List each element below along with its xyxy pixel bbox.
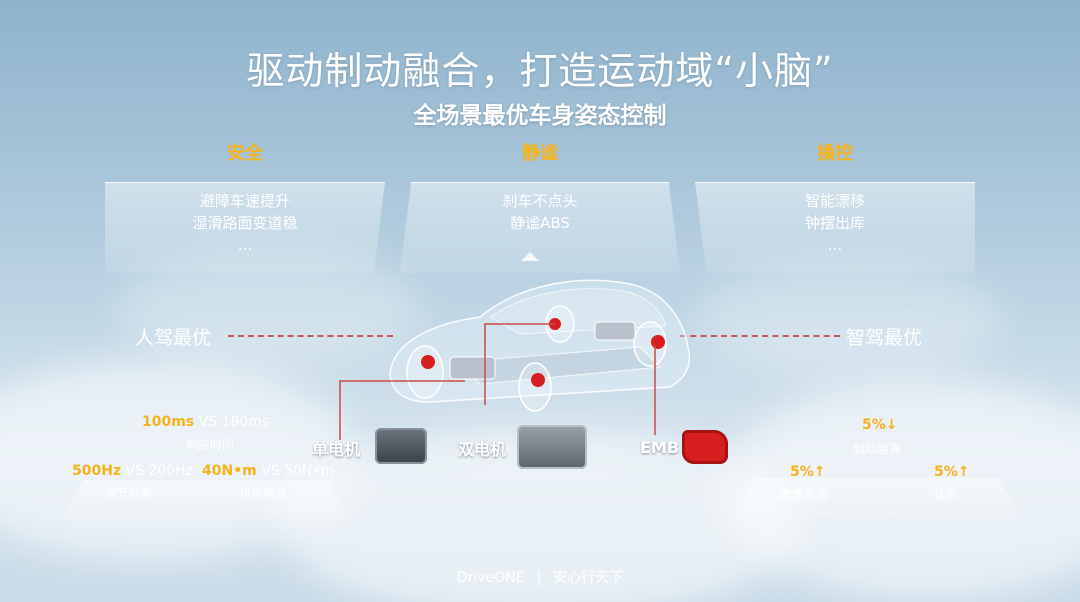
emb-label: EMB <box>640 438 680 457</box>
frequency-metric: 500Hz VS 200Hz <box>72 463 193 479</box>
wheel-front-right <box>518 362 552 412</box>
left-metrics-platform <box>60 480 350 520</box>
single-motor-connector <box>339 380 465 440</box>
handling-item-3: ... <box>827 236 843 254</box>
right-dashed-line <box>680 335 840 337</box>
category-safety: 安全 <box>227 143 263 164</box>
range-metric: 5%↑ <box>934 464 970 480</box>
dual-motor-image <box>517 425 587 469</box>
dual-motor-label: 双电机 <box>458 440 507 459</box>
range-value: 5%↑ <box>934 464 970 480</box>
response-time-metric: 100ms VS 180ms <box>142 414 269 430</box>
elk-caption: 麋鹿车速 <box>779 488 828 502</box>
cloud-mid-right <box>700 260 1000 380</box>
panel-quiet <box>400 182 680 273</box>
torque-metric: 40N•m VS 50N•m <box>202 463 334 479</box>
cloud-mid <box>120 250 420 370</box>
brake-caliper-1 <box>421 355 435 369</box>
car-chassis-illustration <box>389 279 691 412</box>
torque-caption: 扭矩精度 <box>238 486 287 500</box>
emb-caliper-image <box>682 430 728 464</box>
response-time-compare: VS 180ms <box>198 414 270 430</box>
safety-item-1: 避障车速提升 <box>199 192 290 210</box>
single-motor-image <box>375 428 427 464</box>
response-time-value: 100ms <box>142 414 195 430</box>
page-subtitle: 全场景最优车身姿态控制 <box>413 103 667 129</box>
right-metrics-platform <box>732 478 1022 518</box>
panel-safety-text: 避障车速提升 湿滑路面变道稳 ... <box>145 190 345 256</box>
footer-brand: DriveONE <box>456 570 525 586</box>
dual-motor-connector <box>484 323 555 405</box>
footer-slogan: 安心行天下 <box>553 570 624 586</box>
elk-metric: 5%↑ <box>790 464 826 480</box>
category-quiet: 静谧 <box>522 143 558 164</box>
torque-value: 40N•m <box>202 463 257 479</box>
rear-motor <box>594 321 636 341</box>
panel-handling <box>695 182 975 273</box>
quiet-item-1: 刹车不点头 <box>502 192 578 210</box>
braking-metric: 5%↓ <box>862 417 898 433</box>
panel-safety <box>105 182 385 273</box>
braking-value: 5%↓ <box>862 417 898 433</box>
range-caption: 续航 <box>933 488 958 502</box>
footer-separator: | <box>536 570 542 586</box>
panel-handling-text: 智能漂移 钟摆出库 ... <box>735 190 935 256</box>
torque-compare: VS 50N•m <box>261 463 335 479</box>
elk-value: 5%↑ <box>790 464 826 480</box>
brake-caliper-2 <box>531 373 545 387</box>
quiet-item-2: 静谧ABS <box>510 214 570 232</box>
handling-item-1: 智能漂移 <box>804 192 865 210</box>
up-arrow-icon <box>521 252 539 261</box>
footer: DriveONE | 安心行天下 <box>0 567 1080 587</box>
category-handling: 操控 <box>817 143 853 164</box>
page-title: 驱动制动融合，打造运动域“小脑” <box>246 49 834 93</box>
frequency-compare: VS 200Hz <box>125 463 194 479</box>
single-motor-label: 单电机 <box>312 440 361 459</box>
safety-item-2: 湿滑路面变道稳 <box>192 214 298 232</box>
smart-driving-label: 智驾最优 <box>846 327 923 349</box>
front-motor <box>449 356 496 380</box>
left-dashed-line <box>228 335 393 337</box>
frequency-caption: 调节频率 <box>103 486 152 500</box>
safety-item-3: ... <box>237 236 253 254</box>
frequency-value: 500Hz <box>72 463 122 479</box>
handling-item-2: 钟摆出库 <box>804 214 865 232</box>
braking-caption: 制动距离 <box>852 442 901 456</box>
panel-quiet-text: 刹车不点头 静谧ABS <box>440 190 640 234</box>
response-time-caption: 响应时间 <box>185 438 234 452</box>
human-driving-label: 人驾最优 <box>135 327 212 349</box>
wheel-rear-right <box>633 321 667 367</box>
